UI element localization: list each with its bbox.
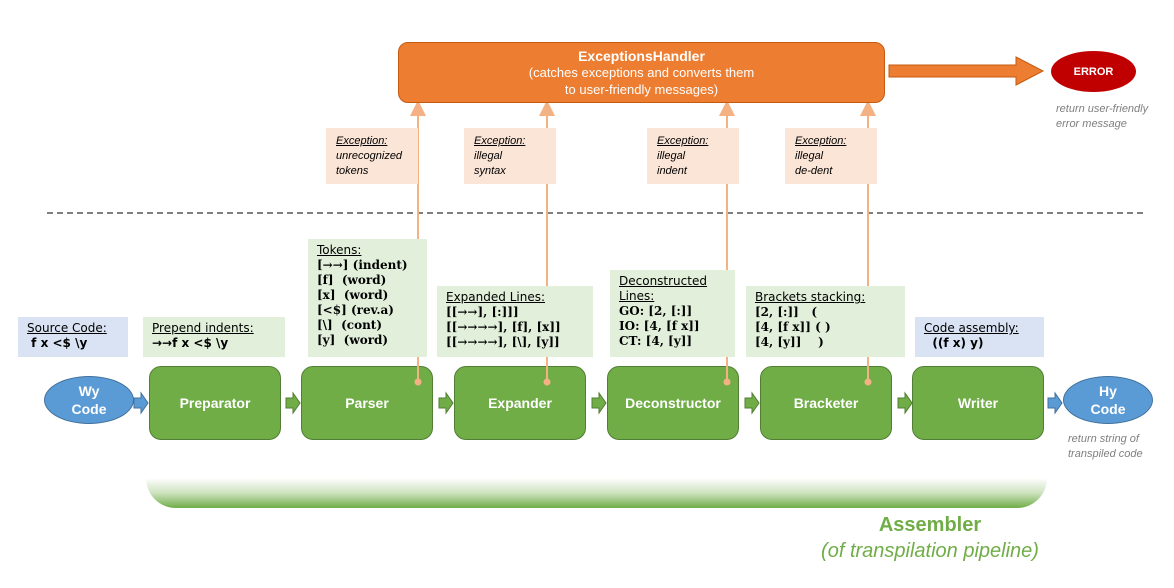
info-header: Tokens: [317, 243, 362, 257]
stage-label: Writer [957, 395, 999, 411]
info-header: Lines: [619, 289, 655, 303]
info-line: [f] (word) [317, 273, 387, 287]
exception-label: Exception: [474, 135, 526, 147]
info-tokens: Tokens: [→→] (indent) [f] (word) [x] (wo… [308, 239, 427, 357]
output-label-2: Code [1090, 401, 1126, 417]
error-note: return user-friendly error message [1056, 102, 1148, 132]
info-header: Code assembly: [924, 321, 1019, 335]
stage-writer: Writer [912, 366, 1044, 440]
exception-box-tokens: Exception: unrecognized tokens [326, 128, 418, 184]
info-code-assembly: Code assembly: ((f x) y) [915, 317, 1044, 357]
error-node: ERROR [1051, 51, 1136, 92]
output-hy-code: Hy Code [1063, 376, 1153, 424]
stage-label: Parser [345, 395, 389, 411]
stage-expander: Expander [454, 366, 586, 440]
exception-label: Exception: [657, 135, 709, 147]
info-line: ((f x) y) [924, 336, 984, 350]
output-note-line-2: transpiled code [1068, 448, 1143, 460]
assembler-bracket [146, 478, 1047, 508]
flow-arrow-output [1047, 391, 1063, 415]
info-brackets-stacking: Brackets stacking: [2, [:]] ( [4, [f x]]… [746, 286, 905, 357]
flow-arrow-1 [285, 391, 301, 415]
exception-text-2: indent [657, 165, 687, 177]
stage-preparator: Preparator [149, 366, 281, 440]
info-line: [4, [f x]] ( ) [755, 320, 831, 334]
input-wy-code: Wy Code [44, 376, 134, 424]
info-header: Deconstructed [619, 274, 707, 288]
flow-arrow-4 [744, 391, 760, 415]
flow-arrow-input [133, 391, 149, 415]
info-header: Prepend indents: [152, 321, 254, 335]
stage-label: Bracketer [793, 395, 859, 411]
stage-deconstructor: Deconstructor [607, 366, 739, 440]
info-deconstructed-lines: Deconstructed Lines: GO: [2, [:]] IO: [4… [610, 270, 735, 357]
info-expanded-lines: Expanded Lines: [[→→], [:]]] [[→→→→], [f… [437, 286, 593, 357]
exceptions-handler-title: ExceptionsHandler [578, 48, 705, 64]
connector-dot [414, 378, 422, 386]
connector-dot [723, 378, 731, 386]
connector-dot [864, 378, 872, 386]
exception-label: Exception: [336, 135, 388, 147]
exception-text-2: tokens [336, 165, 369, 177]
exception-box-dedent: Exception: illegal de-dent [785, 128, 877, 184]
info-header: Source Code: [27, 321, 107, 335]
assembler-title: Assembler [878, 514, 982, 536]
exception-box-indent: Exception: illegal indent [647, 128, 739, 184]
info-line: [4, [y]] ) [755, 335, 824, 349]
exceptions-handler-subtitle-2: to user-friendly messages) [564, 82, 719, 97]
info-line: [→→] (indent) [317, 258, 408, 272]
stage-label: Preparator [179, 395, 251, 411]
input-label-2: Code [71, 401, 107, 417]
exception-text-1: illegal [795, 150, 824, 162]
stage-label: Deconstructor [625, 395, 721, 411]
error-label: ERROR [1073, 65, 1114, 78]
info-line: [y] (word) [317, 333, 389, 347]
info-line: CT: [4, [y]] [619, 334, 693, 348]
info-prepend-indents: Prepend indents: →→f x <$ \y [143, 317, 285, 357]
exception-box-syntax: Exception: illegal syntax [464, 128, 556, 184]
handler-to-error-arrow [888, 56, 1045, 86]
stage-bracketer: Bracketer [760, 366, 892, 440]
exceptions-handler: ExceptionsHandler (catches exceptions an… [398, 42, 885, 103]
input-label-1: Wy [78, 383, 100, 399]
output-note-line-1: return string of [1068, 433, 1139, 445]
output-note: return string of transpiled code [1068, 432, 1143, 462]
info-line: [[→→], [:]]] [446, 305, 519, 319]
info-header: Brackets stacking: [755, 290, 866, 304]
info-line: [x] (word) [317, 288, 389, 302]
info-line: IO: [4, [f x]] [619, 319, 700, 333]
error-note-line-1: return user-friendly [1056, 103, 1149, 115]
info-line: →→f x <$ \y [152, 336, 229, 350]
flow-arrow-5 [897, 391, 913, 415]
error-note-line-2: error message [1056, 118, 1127, 130]
info-line: [<$] (rev.a) [317, 303, 394, 317]
exception-text-1: illegal [657, 150, 686, 162]
exception-text-1: unrecognized [336, 150, 403, 162]
info-header: Expanded Lines: [446, 290, 545, 304]
flow-arrow-2 [438, 391, 454, 415]
info-line: GO: [2, [:]] [619, 304, 693, 318]
exception-text-2: de-dent [795, 165, 833, 177]
info-line: [2, [:]] ( [755, 305, 818, 319]
output-label-1: Hy [1099, 383, 1117, 399]
connector-dot [543, 378, 551, 386]
assembler-subtitle: (of transpilation pipeline) [821, 540, 1039, 562]
exception-text-2: syntax [474, 165, 506, 177]
exception-label: Exception: [795, 135, 847, 147]
stage-parser: Parser [301, 366, 433, 440]
info-line: f x <$ \y [27, 336, 88, 350]
info-line: [[→→→→], [f], [x]] [446, 320, 561, 334]
flow-arrow-3 [591, 391, 607, 415]
info-line: [\] (cont) [317, 318, 383, 332]
info-line: [[→→→→], [\], [y]] [446, 335, 560, 349]
info-source-code: Source Code: f x <$ \y [18, 317, 128, 357]
exceptions-handler-subtitle-1: (catches exceptions and converts them [528, 65, 755, 80]
exception-text-1: illegal [474, 150, 503, 162]
stage-label: Expander [488, 395, 552, 411]
